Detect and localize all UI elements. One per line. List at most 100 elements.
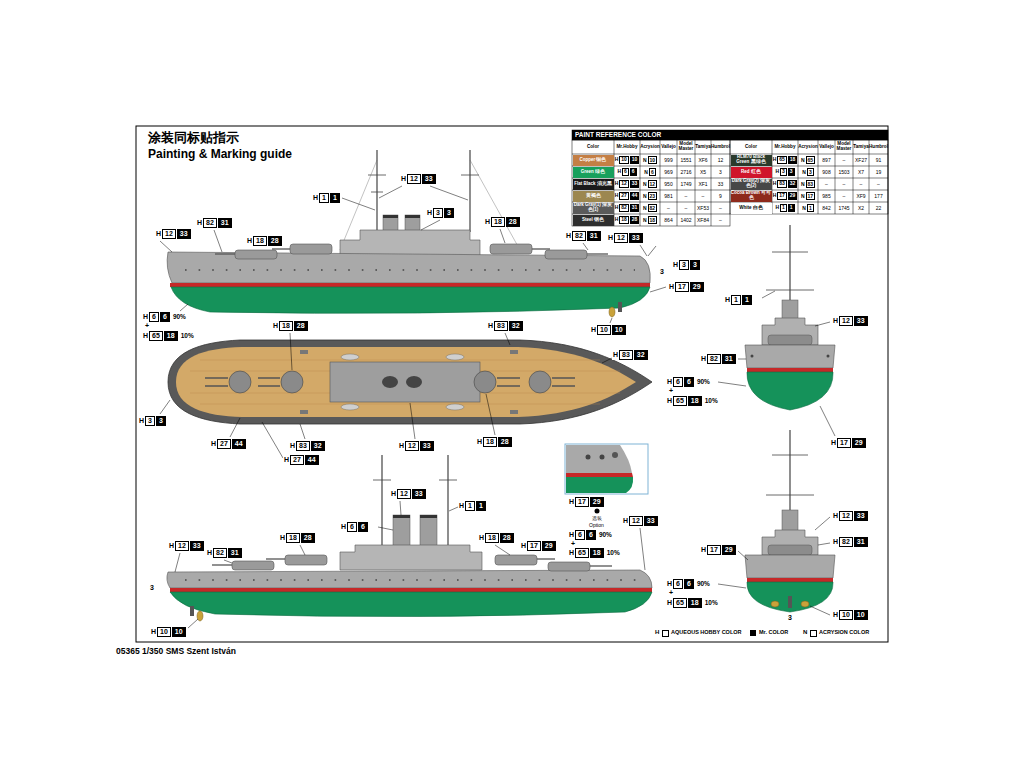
- paint-number: 82: [203, 218, 217, 228]
- leader-line: [610, 318, 612, 323]
- side-view-upper: [340, 230, 480, 256]
- color-number: 33: [629, 233, 643, 243]
- paint-number: 27: [290, 455, 304, 465]
- top-view: [200, 404, 600, 405]
- column-header: Tamiya: [695, 140, 711, 154]
- paint-number: 10: [839, 610, 853, 620]
- paint-prefix: H: [615, 157, 619, 163]
- top-view: [190, 360, 620, 404]
- paint-code-text: 999: [664, 157, 672, 163]
- paint-code: 12: [711, 154, 730, 166]
- side-view-lower: [381, 455, 382, 545]
- paint-callout: H1828: [615, 216, 640, 224]
- leader-line: [160, 186, 835, 628]
- paint-code: 908: [818, 166, 835, 178]
- paint-number: 10: [619, 156, 629, 164]
- paint-prefix: H: [569, 498, 574, 506]
- color-number: 10: [630, 156, 640, 164]
- paint-prefix: H: [488, 322, 493, 330]
- column-header: Humbrol: [869, 140, 888, 154]
- paint-prefix: H: [207, 549, 212, 557]
- paint-code: 842: [818, 202, 835, 214]
- paint-code: –: [695, 190, 711, 202]
- color-number: 3: [156, 416, 166, 426]
- paint-number: 12: [839, 511, 853, 521]
- paint-code-text: 177: [874, 193, 882, 199]
- leader-line: [188, 619, 198, 628]
- paint-prefix: H: [273, 322, 278, 330]
- inset-detail: [566, 477, 633, 493]
- top-view: [446, 404, 464, 410]
- inset-detail: [565, 444, 648, 514]
- paint-prefix: H: [701, 355, 706, 363]
- rear-view: [766, 495, 814, 496]
- top-view: [200, 360, 600, 361]
- paint-callout: H33: [775, 168, 794, 176]
- paint-callout: H6690%: [666, 377, 711, 387]
- column-header: Acrysion: [798, 140, 818, 154]
- paint-prefix: H: [569, 531, 574, 539]
- paint-prefix: H: [608, 234, 613, 242]
- paint-code-text: 12: [718, 157, 724, 163]
- side-view-lower: [167, 570, 652, 588]
- top-view: [229, 371, 551, 393]
- top-view: [510, 350, 518, 354]
- paint-table-grid: [798, 140, 799, 214]
- paint-code: 950: [660, 178, 677, 190]
- caption: 05365 1/350 SMS Szent István: [116, 647, 236, 657]
- color-number: 44: [232, 439, 246, 449]
- paint-code-text: 91: [876, 157, 882, 163]
- paint-code-text: 950: [664, 181, 672, 187]
- color-name: White 白色: [739, 206, 763, 211]
- leader-line: [230, 418, 240, 437]
- paint-code: 969: [660, 166, 677, 178]
- color-swatch: Flat Black 消光黑: [573, 179, 614, 190]
- paint-code-text: 2716: [680, 169, 691, 175]
- paint-number: 65: [575, 548, 589, 558]
- paint-code: X2: [853, 202, 869, 214]
- callout-text: +: [571, 540, 575, 548]
- column-header-text: Humbrol: [711, 145, 730, 150]
- paint-number: 17: [527, 541, 541, 551]
- mix-percent: 10%: [607, 549, 620, 556]
- leader-line: [738, 359, 746, 360]
- acrysion-cell: N6: [640, 166, 660, 178]
- title: Painting & Marking guide: [148, 148, 292, 162]
- front-view: [827, 355, 830, 358]
- paint-code: –: [835, 178, 853, 190]
- top-view: [300, 350, 308, 354]
- color-number: 29: [852, 438, 866, 448]
- paint-code-text: XF6: [698, 157, 707, 163]
- column-header: Acrysion: [640, 140, 660, 154]
- color-number: 18: [590, 548, 604, 558]
- legend-text: AQUEOUS HOBBY COLOR: [671, 629, 742, 635]
- inset-detail: [565, 444, 648, 494]
- paint-prefix: N: [802, 169, 806, 175]
- leader-line: [820, 406, 835, 436]
- top-view: [529, 371, 551, 393]
- paint-prefix: H: [211, 440, 216, 448]
- mix-percent: 90%: [697, 378, 710, 385]
- color-number: 28: [294, 321, 308, 331]
- paint-number: 82: [619, 204, 629, 212]
- paint-prefix: H: [401, 175, 406, 183]
- paint-callout: H1233: [615, 180, 640, 188]
- paint-prefix: H: [197, 219, 202, 227]
- paint-number: 1: [465, 501, 475, 511]
- mr-hobby-cell: H8332: [772, 178, 798, 190]
- mr-hobby-cell: H1729: [772, 190, 798, 202]
- paint-number: 12: [839, 316, 853, 326]
- color-name: Cocoa Brown 可可色: [731, 191, 772, 201]
- top-view: [446, 354, 464, 360]
- paint-code: –: [677, 190, 695, 202]
- column-header: Color: [730, 140, 772, 154]
- paint-callout: H1233: [832, 511, 869, 521]
- paint-callout: H1233: [400, 174, 437, 184]
- paint-number: 82: [572, 231, 586, 241]
- paint-code-text: XF53: [697, 205, 709, 211]
- paint-prefix: N: [643, 157, 647, 163]
- mix-percent: 90%: [599, 531, 612, 538]
- column-header: Mr.Hobby: [614, 140, 640, 154]
- inset-detail: [586, 455, 591, 460]
- paint-callout: H2744: [283, 455, 320, 465]
